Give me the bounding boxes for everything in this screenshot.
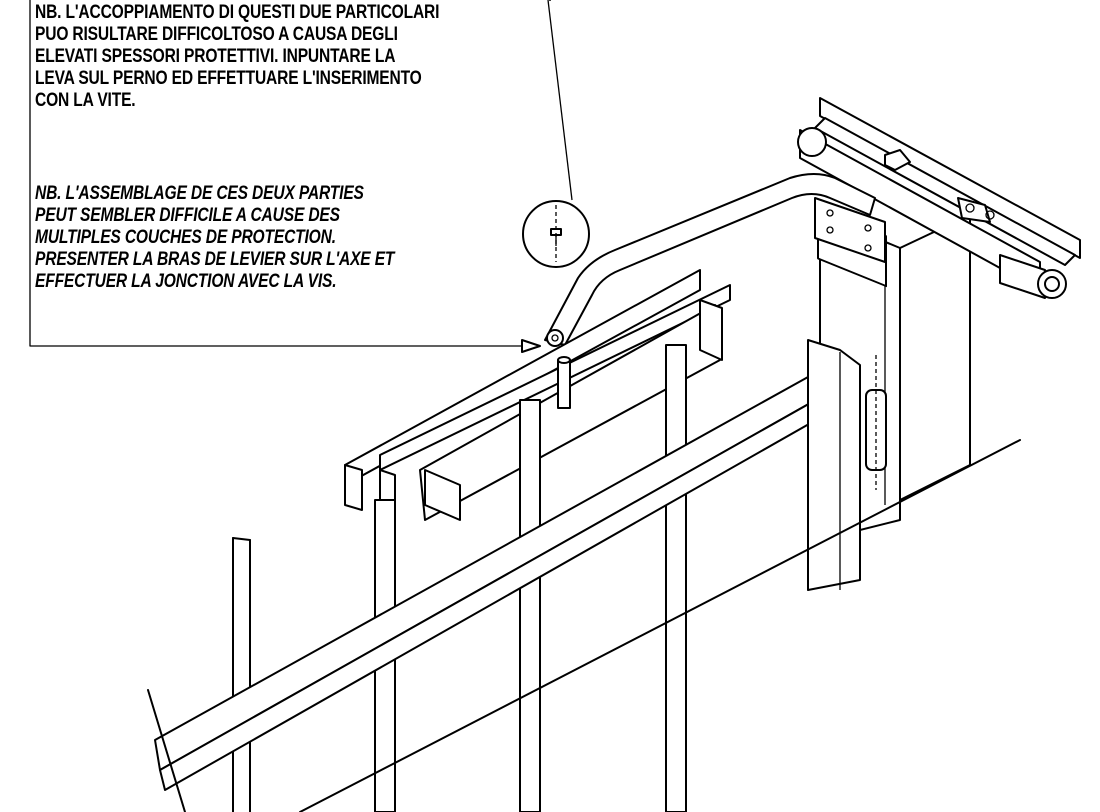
lower-left-frame (344, 269, 731, 526)
note-line: EFFECTUER LA JONCTION AVEC LA VIS. (35, 271, 337, 292)
ground-line (299, 439, 1021, 812)
note-line: CON LA VITE. (35, 90, 136, 111)
note-line: NB. L'ASSEMBLAGE DE CES DEUX PARTIES (35, 183, 364, 204)
note-italian: NB. L'ACCOPPIAMENTO DI QUESTI DUE PARTIC… (35, 2, 461, 112)
note-line: ELEVATI SPESSORI PROTETTIVI. INPUNTARE L… (35, 46, 396, 67)
hinge-post (807, 339, 887, 591)
pivot-pin (557, 356, 571, 409)
break-line (147, 689, 186, 812)
note-line: MULTIPLES COUCHES DE PROTECTION. (35, 227, 336, 248)
note-line: PUO RISULTARE DIFFICOLTOSO A CAUSA DEGLI (35, 24, 398, 45)
lever-arm (544, 173, 876, 347)
note-line: PRESENTER LA BRAS DE LEVIER SUR L'AXE ET (35, 249, 395, 270)
note-line: LEVA SUL PERNO ED EFFETTUARE L'INSERIMEN… (35, 68, 422, 89)
callout-arrowhead (521, 339, 541, 353)
upper-operator-assembly (797, 97, 1081, 299)
screw-detail-icon (550, 205, 562, 262)
note-french: NB. L'ASSEMBLAGE DE CES DEUX PARTIES PEU… (35, 183, 461, 293)
note-line: NB. L'ACCOPPIAMENTO DI QUESTI DUE PARTIC… (35, 2, 440, 23)
note-line: PEUT SEMBLER DIFFICILE A CAUSE DES (35, 205, 340, 226)
callout-bracket (29, 0, 522, 347)
detail-leader-line (547, 0, 573, 201)
